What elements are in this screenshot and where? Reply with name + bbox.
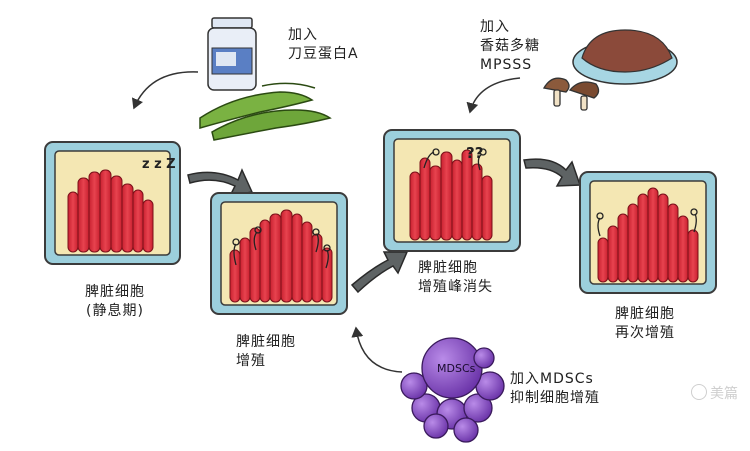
mushroom-icon bbox=[542, 77, 600, 111]
sleep-zzz-icon: z z Z bbox=[142, 157, 176, 172]
meipian-logo-icon bbox=[691, 384, 707, 400]
mpsss-bowl-icon bbox=[572, 29, 678, 85]
label-proliferation-line1: 脾脏细胞 bbox=[236, 334, 296, 350]
label-re-proliferation-line2: 再次增殖 bbox=[615, 325, 675, 341]
label-proliferation: 脾脏细胞 增殖 bbox=[236, 333, 296, 371]
panel-resting: z z Z bbox=[44, 141, 181, 265]
arrow-mdscs-to-proliferation bbox=[351, 326, 403, 373]
cell-tendrils-confused-icon bbox=[423, 148, 487, 171]
arrow-peak-loss-to-re-proliferation bbox=[523, 158, 582, 187]
label-peak-loss-line1: 脾脏细胞 bbox=[418, 260, 478, 276]
panel-proliferation bbox=[210, 192, 348, 315]
green-beans-icon bbox=[199, 82, 332, 141]
label-resting: 脾脏细胞 (静息期) bbox=[70, 283, 160, 321]
label-resting-line1: 脾脏细胞 bbox=[85, 284, 145, 300]
label-resting-line2: (静息期) bbox=[86, 303, 144, 319]
label-add-mpsss-line2: 香菇多糖 bbox=[480, 38, 540, 54]
label-proliferation-line2: 增殖 bbox=[236, 353, 266, 369]
label-re-proliferation: 脾脏细胞 再次增殖 bbox=[600, 305, 690, 343]
watermark-text: 美篇 bbox=[710, 386, 738, 402]
label-add-cona-line2: 刀豆蛋白A bbox=[288, 46, 359, 62]
cell-cluster-re-proliferation bbox=[597, 187, 699, 283]
label-add-mdscs-line1: 加入MDSCs bbox=[510, 371, 594, 387]
label-peak-loss-line2: 增殖峰消失 bbox=[418, 279, 493, 295]
label-add-mpsss-line3: MPSSS bbox=[480, 57, 533, 73]
arrow-mpsss-to-peak-loss bbox=[466, 77, 521, 114]
mdscs-cluster-icon bbox=[400, 337, 505, 443]
question-marks-icon: ?? bbox=[466, 144, 483, 162]
cell-cluster-resting bbox=[67, 169, 154, 253]
cona-bottle-icon bbox=[207, 17, 257, 91]
label-add-mpsss: 加入 香菇多糖 MPSSS bbox=[480, 18, 540, 75]
arrow-proliferation-to-peak-loss bbox=[350, 251, 409, 294]
cell-cluster-proliferation bbox=[229, 209, 333, 303]
label-add-mpsss-line1: 加入 bbox=[480, 19, 510, 35]
mdscs-cluster-label: MDSCs bbox=[437, 362, 476, 375]
label-add-cona: 加入 刀豆蛋白A bbox=[288, 26, 359, 64]
arrow-cona-to-resting bbox=[131, 71, 199, 110]
label-re-proliferation-line1: 脾脏细胞 bbox=[615, 306, 675, 322]
label-add-mdscs: 加入MDSCs 抑制细胞增殖 bbox=[510, 370, 600, 408]
label-peak-loss: 脾脏细胞 增殖峰消失 bbox=[418, 259, 493, 297]
panel-re-proliferation bbox=[579, 171, 717, 294]
label-add-mdscs-line2: 抑制细胞增殖 bbox=[510, 390, 600, 406]
cell-tendrils-icon-2 bbox=[596, 208, 698, 237]
cell-tendrils-icon bbox=[232, 226, 331, 269]
label-add-cona-line1: 加入 bbox=[288, 27, 318, 43]
watermark: 美篇 bbox=[691, 383, 738, 403]
cell-cluster-peak-loss bbox=[409, 149, 493, 241]
panel-peak-loss: ?? bbox=[383, 129, 521, 252]
